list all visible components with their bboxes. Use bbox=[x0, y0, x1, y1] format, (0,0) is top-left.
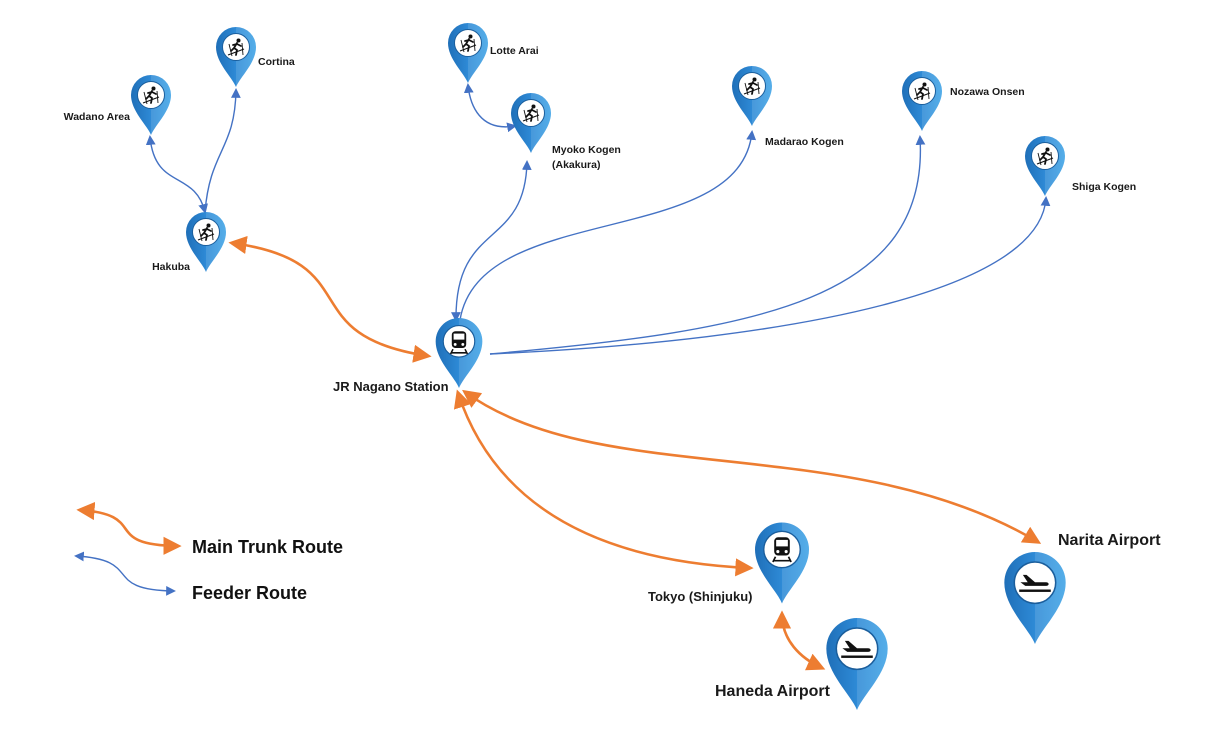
route-nagano-madarao bbox=[459, 130, 757, 321]
node-cortina[interactable]: Cortina bbox=[215, 26, 295, 88]
node-madarao-kogen[interactable]: Madarao Kogen bbox=[731, 65, 844, 148]
legend-feeder-label: Feeder Route bbox=[192, 583, 307, 603]
feeder-routes bbox=[145, 83, 1051, 355]
route-hakuba-nagano bbox=[228, 235, 432, 363]
label-lotte-arai: Lotte Arai bbox=[490, 45, 539, 57]
node-jr-nagano[interactable]: JR Nagano Station bbox=[333, 317, 483, 394]
legend-trunk-label: Main Trunk Route bbox=[192, 537, 343, 557]
route-nagano-nozawa bbox=[489, 135, 926, 355]
node-haneda[interactable]: Haneda Airport bbox=[715, 617, 889, 711]
node-nozawa-onsen[interactable]: Nozawa Onsen bbox=[901, 70, 1025, 132]
label-wadano: Wadano Area bbox=[64, 111, 130, 123]
label-madarao: Madarao Kogen bbox=[765, 136, 844, 148]
legend-trunk-swatch bbox=[76, 501, 182, 555]
trunk-routes bbox=[228, 235, 1042, 671]
legend-feeder-swatch bbox=[74, 551, 176, 596]
route-myoko-lotte bbox=[463, 83, 517, 133]
label-myoko-line1: Myoko Kogen bbox=[552, 144, 621, 156]
route-nagano-shiga bbox=[489, 196, 1051, 355]
label-myoko-line2: (Akakura) bbox=[552, 159, 600, 171]
label-tokyo: Tokyo (Shinjuku) bbox=[648, 589, 752, 604]
label-haneda: Haneda Airport bbox=[715, 683, 831, 700]
route-tokyo-haneda bbox=[772, 610, 826, 671]
label-hakuba: Hakuba bbox=[152, 261, 190, 273]
route-nagano-tokyo bbox=[453, 389, 754, 577]
route-nagano-myoko bbox=[451, 160, 532, 322]
label-shiga: Shiga Kogen bbox=[1072, 181, 1136, 193]
node-tokyo[interactable]: Tokyo (Shinjuku) bbox=[648, 521, 810, 605]
label-cortina: Cortina bbox=[258, 56, 295, 68]
node-wadano[interactable]: Wadano Area bbox=[64, 74, 172, 136]
route-hakuba-wadano bbox=[145, 135, 208, 214]
node-narita[interactable]: Narita Airport bbox=[1003, 532, 1161, 645]
node-shiga-kogen[interactable]: Shiga Kogen bbox=[1024, 135, 1136, 197]
node-hakuba[interactable]: Hakuba bbox=[152, 211, 227, 273]
route-hakuba-cortina bbox=[204, 88, 241, 213]
route-nagano-narita bbox=[462, 389, 1042, 544]
label-nozawa: Nozawa Onsen bbox=[950, 86, 1025, 98]
label-narita: Narita Airport bbox=[1058, 532, 1161, 549]
node-myoko-kogen[interactable]: Myoko Kogen (Akakura) bbox=[510, 92, 621, 171]
label-jr-nagano: JR Nagano Station bbox=[333, 379, 449, 394]
node-lotte-arai[interactable]: Lotte Arai bbox=[447, 22, 539, 84]
legend: Main Trunk Route Feeder Route bbox=[74, 501, 343, 603]
